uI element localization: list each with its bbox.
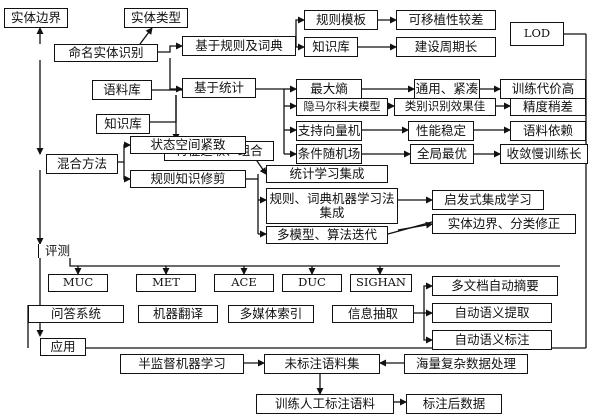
eval-muc: MUC <box>48 274 108 292</box>
node-max-entropy: 最大熵 <box>296 79 362 99</box>
node-manual-labeled-training: 训练人工标注语料 <box>256 394 394 414</box>
node-knowledge-base-2: 知识库 <box>96 114 150 134</box>
node-precision-low: 精度稍差 <box>510 98 586 116</box>
node-hmm: 隐马尔科夫模型 <box>296 98 388 116</box>
node-training-cost-high: 训练代价高 <box>500 79 586 99</box>
node-rule-dict-ensemble: 规则、词典机器学习法集成 <box>266 188 398 224</box>
node-heuristic-ensemble: 启发式集成学习 <box>432 190 544 210</box>
node-rule-knowledge-prune: 规则知识修剪 <box>130 170 246 188</box>
node-stat-ensemble: 统计学习集成 <box>266 165 388 183</box>
node-evaluation: 评测 <box>38 243 86 258</box>
node-machine-translation: 机器翻译 <box>138 305 218 323</box>
node-corpus: 语料库 <box>92 80 152 100</box>
node-rule-template: 规则模板 <box>304 10 378 30</box>
node-qa-system: 问答系统 <box>28 305 124 323</box>
node-global-optimal: 全局最优 <box>410 144 474 164</box>
node-corpus-dependent: 语料依赖 <box>510 121 586 141</box>
node-statistics: 基于统计 <box>182 78 256 98</box>
node-svm: 支持向量机 <box>296 121 362 141</box>
eval-duc: DUC <box>282 274 342 292</box>
node-auto-semantic-extract: 自动语义提取 <box>432 303 552 323</box>
node-general-compact: 通用、紧凑 <box>414 79 480 99</box>
eval-sighan: SIGHAN <box>350 274 412 292</box>
node-hybrid: 混合方法 <box>46 154 118 174</box>
node-portability-poor: 可移植性较差 <box>396 10 496 30</box>
node-long-build-cycle: 建设周期长 <box>396 37 496 57</box>
node-ner: 命名实体识别 <box>54 44 158 62</box>
node-auto-semantic-label: 自动语义标注 <box>432 330 552 350</box>
node-semi-supervised: 半监督机器学习 <box>120 354 244 374</box>
node-knowledge-base-1: 知识库 <box>304 37 358 57</box>
node-slow-convergence: 收敛慢训练长 <box>500 144 588 164</box>
node-stable-perf: 性能稳定 <box>408 121 474 141</box>
node-multi-doc-summary: 多文档自动摘要 <box>432 276 558 296</box>
node-crf: 条件随机场 <box>296 144 362 164</box>
node-labeled-data: 标注后数据 <box>406 394 502 414</box>
node-class-recog-good: 类别识别效果佳 <box>394 98 496 116</box>
node-unlabeled-corpus: 未标注语料集 <box>264 354 380 374</box>
node-multimedia-index: 多媒体索引 <box>228 305 314 323</box>
node-entity-type: 实体类型 <box>124 8 188 28</box>
node-application: 应用 <box>40 338 86 356</box>
node-entity-boundary-fix: 实体边界、分类修正 <box>432 214 576 234</box>
node-entity-boundary: 实体边界 <box>4 8 68 28</box>
node-info-extraction: 信息抽取 <box>332 305 414 323</box>
node-state-space-compact: 状态空间紧致 <box>130 136 246 154</box>
eval-ace: ACE <box>214 274 274 292</box>
eval-met: MET <box>136 274 196 292</box>
node-lod: LOD <box>510 22 564 46</box>
node-multi-model-iter: 多模型、算法迭代 <box>266 226 388 244</box>
node-massive-data: 海量复杂数据处理 <box>404 354 528 374</box>
node-rule-dict: 基于规则及词典 <box>182 36 296 56</box>
